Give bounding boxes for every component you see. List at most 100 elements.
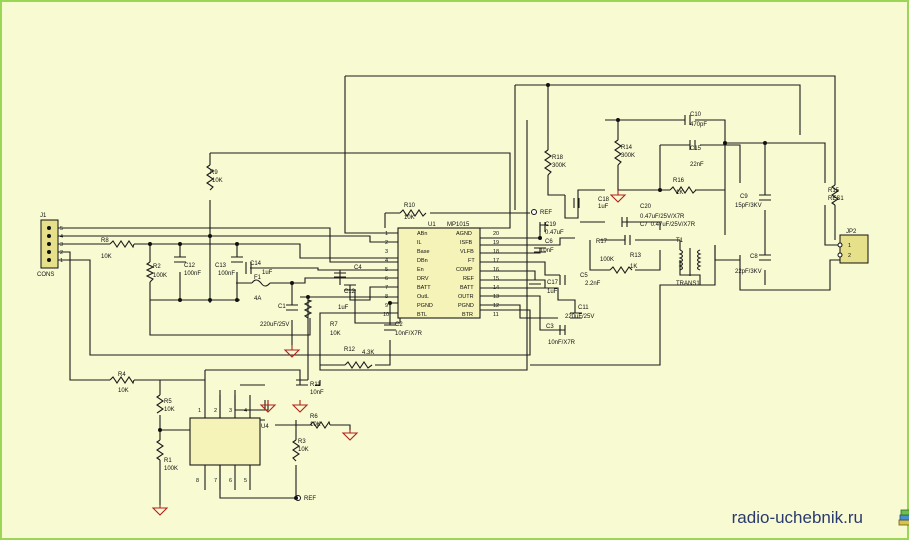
- label-c18: C18: [598, 197, 610, 203]
- label-r5: R5: [164, 399, 172, 405]
- u1-pin-name: FT: [468, 258, 475, 264]
- u1-pin-num: 14: [493, 285, 499, 291]
- label-r17: R17: [596, 239, 608, 245]
- j1-pin: 4: [60, 234, 63, 240]
- label-c19: C19: [545, 222, 557, 228]
- u4-pin: 8: [196, 478, 199, 484]
- u4-pin-numbers: 1 2 3 4 8 7 6 5: [196, 408, 247, 484]
- label-jp2: JP2: [846, 229, 857, 235]
- label-f1: F1: [254, 275, 262, 281]
- watermark-text[interactable]: radio-uchebnik.ru: [731, 508, 863, 527]
- u1-pin-num: 2: [385, 240, 388, 246]
- label-c15-value: 22nF: [690, 162, 704, 168]
- label-r2: R2: [153, 264, 161, 270]
- label-r15: R15: [828, 188, 840, 194]
- label-r8-value: 10K: [101, 254, 112, 260]
- label-r3-value: 10K: [298, 447, 309, 453]
- label-r15-value: RES1: [828, 196, 844, 202]
- wires: [58, 75, 840, 505]
- label-c6: C6: [545, 239, 553, 245]
- ic-u4-body: [189, 417, 261, 466]
- u1-pin-num: 11: [493, 312, 499, 318]
- resistors: [109, 139, 839, 462]
- u4-pins: [204, 395, 251, 490]
- label-r12: R12: [344, 347, 356, 353]
- u1-right-pins: AGND 20 ISFB 19 VLFB 18 FT 17 COMP 16 RE…: [456, 231, 499, 318]
- u4-pin: 1: [198, 408, 201, 414]
- label-c9: C9: [740, 194, 748, 200]
- label-c7-name: C7: [640, 222, 648, 228]
- u1-pin-name: ABn: [417, 231, 427, 237]
- u1-pin-num: 5: [385, 267, 388, 273]
- label-c8-value: 22pF/3KV: [735, 269, 762, 275]
- label-r10: R10: [404, 203, 416, 209]
- component-labels: J1 CONS R8 10K R2 100K C12 100nF C13 100…: [37, 112, 857, 502]
- fuse-f1: [251, 279, 271, 287]
- label-c1-value: 220uF/25V: [260, 322, 289, 328]
- label-c10-value: 470pF: [690, 122, 707, 128]
- label-ref-bottom: REF: [304, 496, 316, 502]
- label-r2-value: 100K: [153, 273, 167, 279]
- j1-pin: 1: [60, 258, 63, 264]
- label-r5-value: 10K: [164, 407, 175, 413]
- label-r18: R18: [552, 155, 564, 161]
- jp2-pin: 1: [848, 243, 851, 249]
- label-c5: C5: [580, 273, 588, 279]
- label-c7-val: 0.47uF/25V/X7R: [651, 222, 696, 228]
- label-r1: R1: [164, 458, 172, 464]
- label-r12-value: 4.3K: [362, 350, 374, 356]
- label-c12b: C12: [344, 289, 356, 295]
- label-c9-value: 15pF/3KV: [735, 203, 762, 209]
- u1-pin-name: REF: [463, 276, 475, 282]
- label-c14-value: 1uF: [262, 270, 273, 276]
- jp2-connector: [837, 234, 869, 264]
- label-r11-value: 10nF: [310, 390, 324, 396]
- label-cons: CONS: [37, 272, 54, 278]
- label-c18-value: 1uF: [598, 204, 609, 210]
- label-c13-value: 100nF: [218, 271, 235, 277]
- ic-u1-body: [397, 227, 481, 319]
- label-c3: C3: [546, 324, 554, 330]
- u1-pin-name: AGND: [456, 231, 472, 237]
- u1-pin-num: 10: [383, 312, 389, 318]
- label-r13-value: 1K: [630, 264, 637, 270]
- label-c2-value: 10nF/X7R: [395, 331, 423, 337]
- label-r9: R9: [210, 170, 218, 176]
- label-r14: R14: [621, 145, 633, 151]
- label-c6-value: 10nF: [540, 248, 554, 254]
- label-t1: T1: [676, 238, 684, 244]
- label-r6: R6: [310, 414, 318, 420]
- label-j1: J1: [40, 213, 47, 219]
- label-r6-value: 10K: [310, 422, 321, 428]
- label-r14-value: 300K: [621, 153, 635, 159]
- label-t1-value: TRANS1: [676, 281, 700, 287]
- u1-pin-num: 15: [493, 276, 499, 282]
- label-r4: R4: [118, 372, 126, 378]
- label-c3-value: 10nF/X7R: [548, 340, 576, 346]
- j1-connector: [40, 219, 59, 269]
- u1-pin-num: 19: [493, 240, 499, 246]
- transformer-t1: [678, 245, 716, 276]
- label-c8: C8: [750, 254, 758, 260]
- u1-pin-name: IL: [417, 240, 422, 246]
- label-u4: U4: [261, 424, 269, 430]
- u1-pin-num: 4: [385, 258, 388, 264]
- u1-pin-name: Base: [417, 249, 430, 255]
- label-c19-value: 0.47uF: [545, 230, 564, 236]
- u1-pin-name: DRV: [417, 276, 429, 282]
- u1-pin-num: 8: [385, 294, 388, 300]
- jp2-pin-numbers: 1 2: [848, 243, 851, 259]
- u4-pin: 3: [229, 408, 232, 414]
- label-r7-value: 10K: [330, 331, 341, 337]
- u4-pin: 4: [244, 408, 247, 414]
- u4-pin: 7: [214, 478, 217, 484]
- j1-pin: 5: [60, 226, 63, 232]
- label-r9-value: 10K: [212, 178, 223, 184]
- label-ref-top: REF: [540, 210, 552, 216]
- u1-pin-name: DBn: [417, 258, 428, 264]
- label-u1: U1: [428, 222, 436, 228]
- label-c15: C15: [690, 146, 702, 152]
- label-c4: C4: [354, 265, 362, 271]
